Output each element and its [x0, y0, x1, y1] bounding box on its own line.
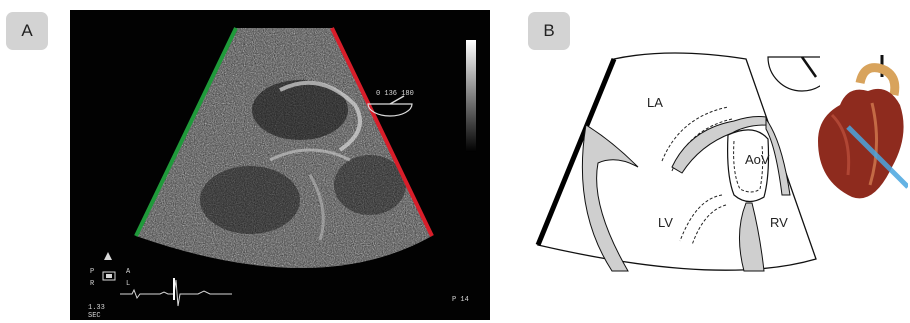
label-aov: AoV	[745, 152, 770, 167]
angle-readout: 0 136 180	[376, 90, 414, 98]
orientation-a-label: A	[126, 268, 130, 276]
angle-indicator-icon	[368, 96, 412, 116]
sec-label: SEC	[88, 312, 101, 320]
ecg-marker	[173, 278, 175, 300]
ecg-trace	[120, 280, 232, 306]
orientation-p-label: P	[90, 268, 94, 276]
schematic-diagram	[520, 45, 820, 275]
grayscale-bar	[466, 40, 476, 152]
heart-model-icon	[812, 55, 908, 215]
echo-image-panel: 0 136 180 P A R L 1.33 SEC P 14	[70, 10, 490, 320]
orientation-r-label: R	[90, 280, 94, 288]
label-rv: RV	[770, 215, 788, 230]
label-la: LA	[647, 95, 663, 110]
page-mark: P 14	[452, 296, 469, 304]
echo-sector-image	[70, 10, 490, 320]
orientation-icon	[103, 252, 115, 280]
label-lv: LV	[658, 215, 673, 230]
time-label: 1.33	[88, 304, 105, 312]
heart-muscle-shape	[818, 89, 904, 199]
ultrasound-sector	[130, 20, 440, 310]
panel-a-badge: A	[6, 12, 48, 50]
orientation-l-label: L	[126, 280, 130, 288]
